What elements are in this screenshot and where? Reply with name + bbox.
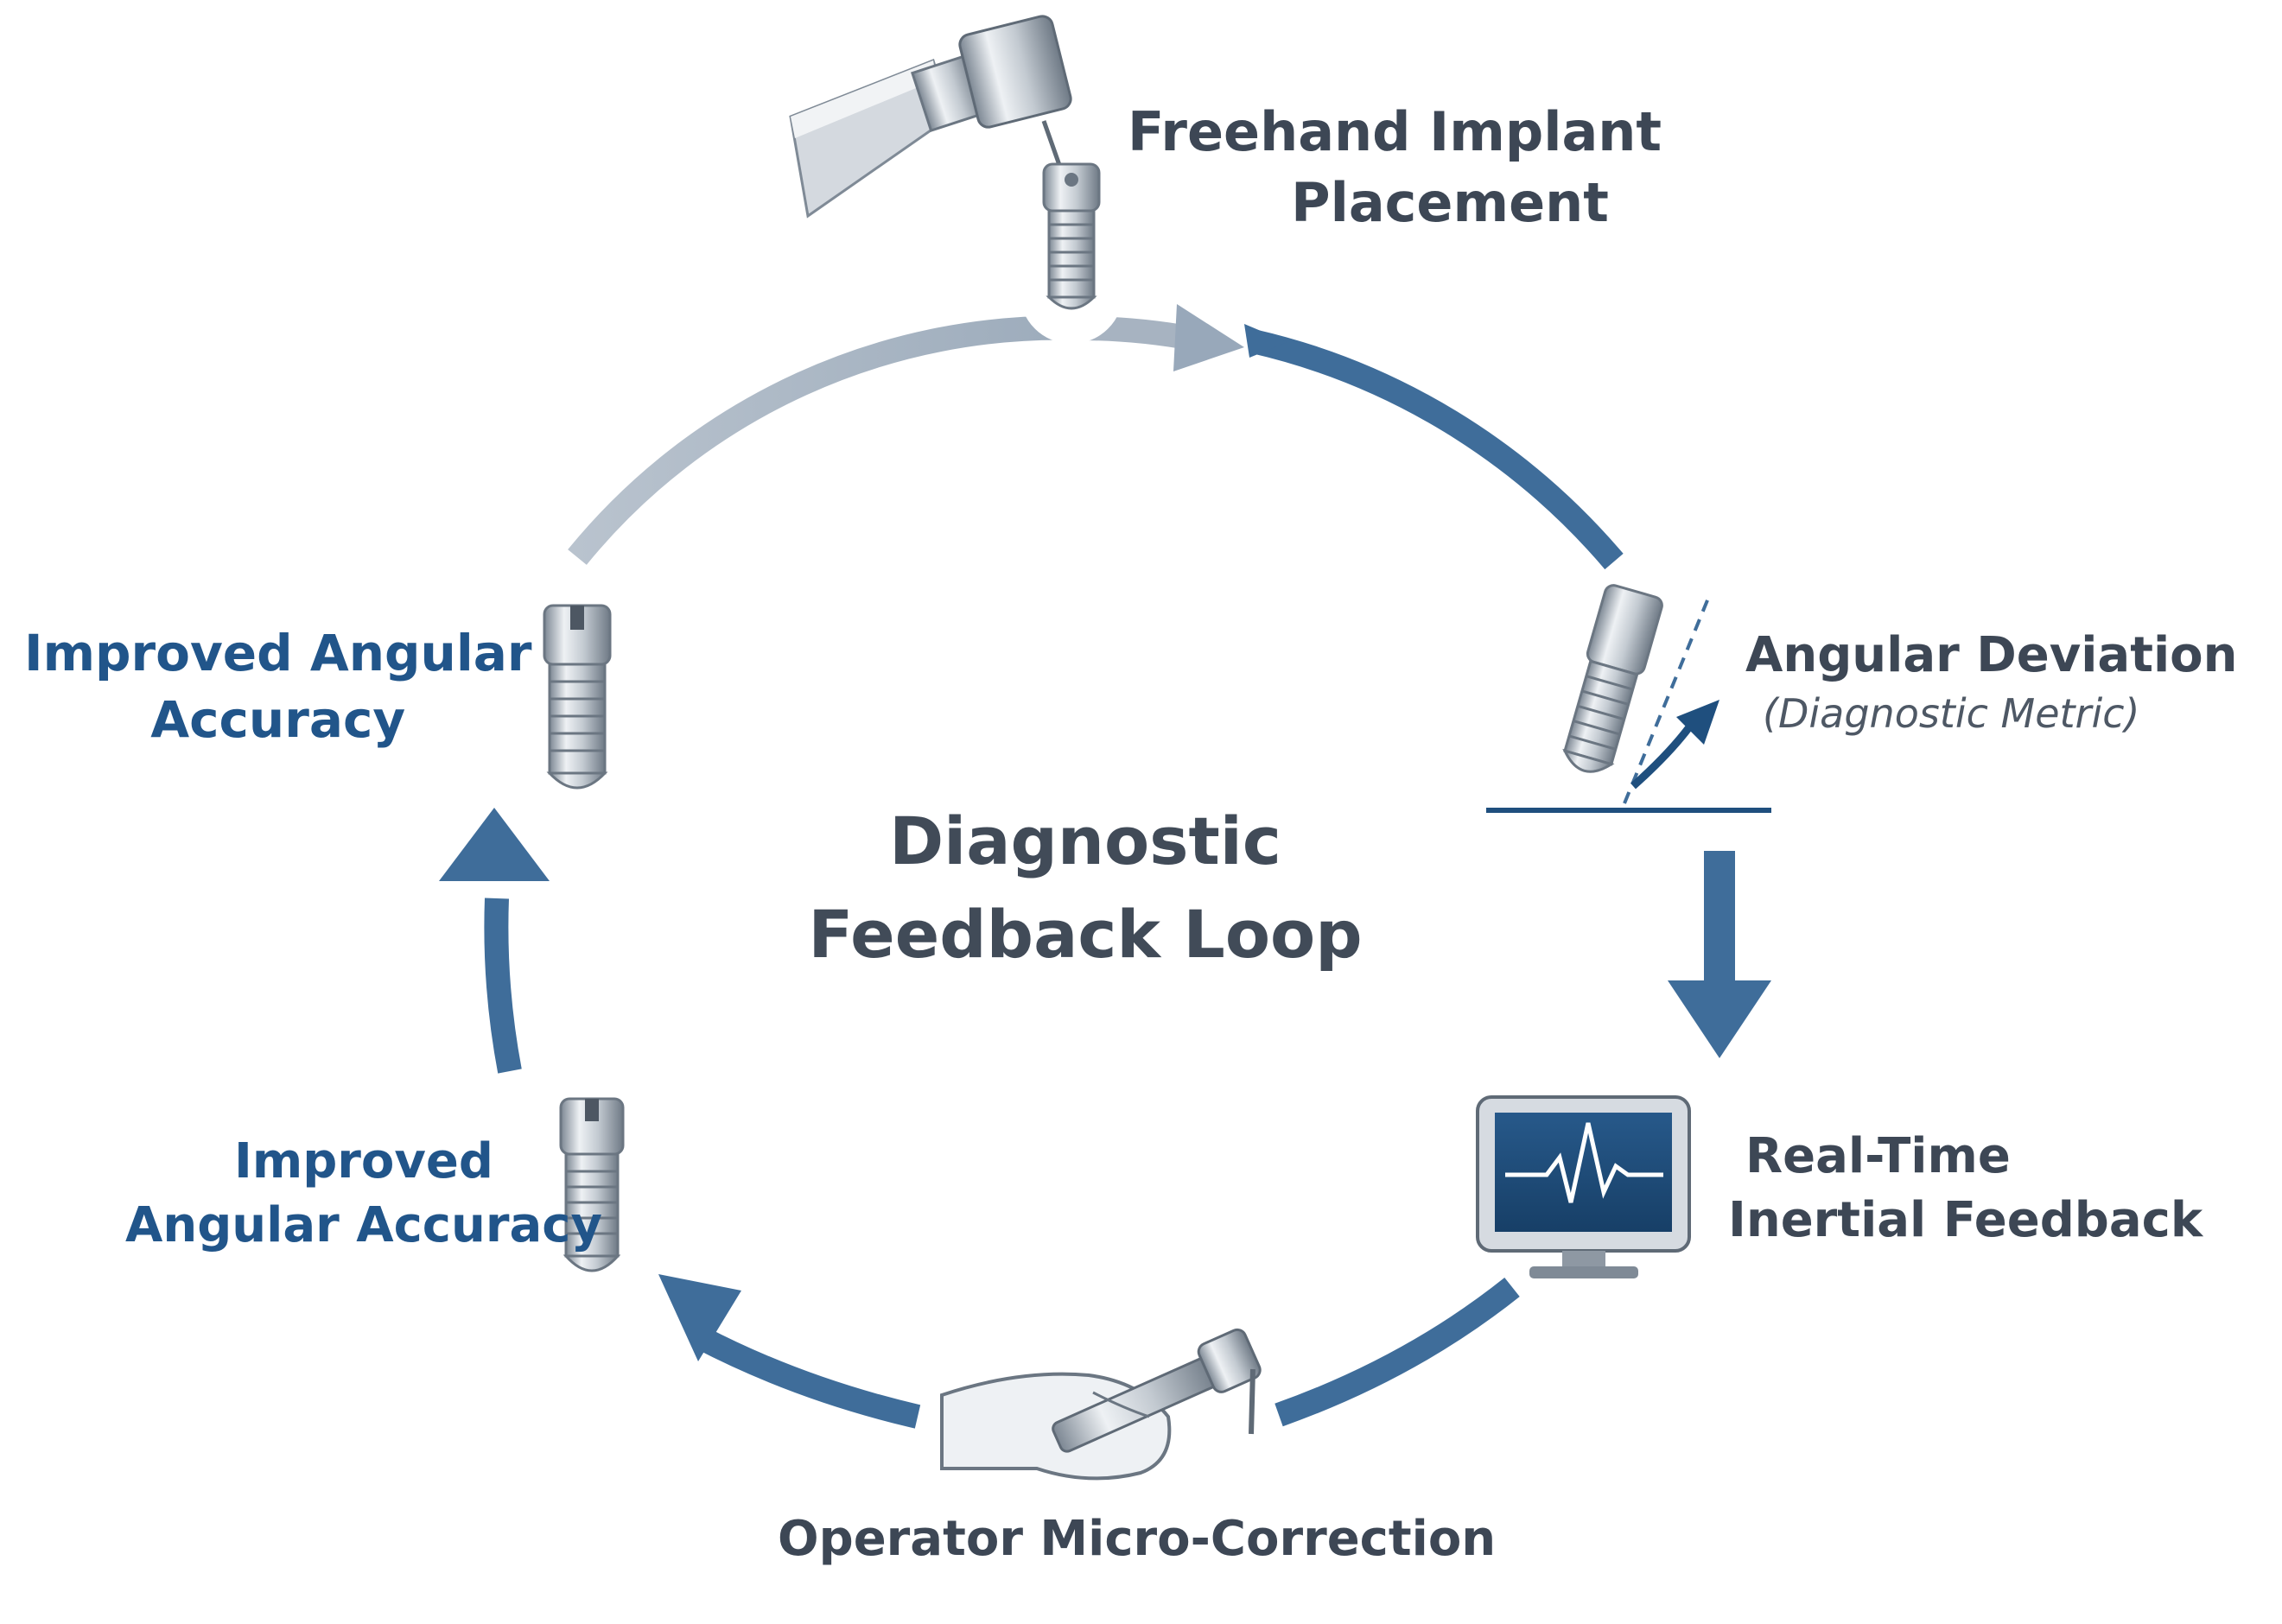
arrow-to-upper-accuracy xyxy=(484,898,522,1074)
loop-arrows xyxy=(439,304,1771,1429)
center-title: Diagnostic Feedback Loop xyxy=(808,802,1363,973)
arrow-to-correction xyxy=(1274,1278,1520,1427)
freehand-placement-label: Freehand Implant Placement xyxy=(1128,100,1662,234)
arrow-to-deviation xyxy=(1249,329,1624,570)
improved-accuracy-lower-label: Improved Angular Accuracy xyxy=(125,1133,602,1253)
angular-deviation-icon xyxy=(1486,584,1771,813)
implant-icon xyxy=(543,604,612,790)
handpiece-icon xyxy=(789,15,1072,219)
angular-deviation-label: Angular Deviation (Diagnostic Metric) xyxy=(1745,627,2238,737)
monitor-icon xyxy=(1476,1095,1691,1278)
arrowhead-grey xyxy=(1173,304,1244,371)
arrowhead-up xyxy=(439,808,550,881)
arrow-return-to-start xyxy=(568,315,1081,565)
arrowhead-down xyxy=(1668,980,1771,1058)
improved-accuracy-upper-label: Improved Angular Accuracy xyxy=(24,624,532,749)
arrowhead-left xyxy=(658,1274,741,1361)
implant-icon xyxy=(559,1097,625,1272)
realtime-feedback-label: Real-Time Inertial Feedback xyxy=(1728,1128,2203,1248)
separator-lines xyxy=(13,66,2282,1602)
arrow-to-accuracy xyxy=(694,1326,921,1429)
gloved-hand-icon xyxy=(940,1296,1262,1538)
operator-correction-label: Operator Micro-Correction xyxy=(778,1511,1497,1567)
implant-icon xyxy=(1020,162,1123,344)
